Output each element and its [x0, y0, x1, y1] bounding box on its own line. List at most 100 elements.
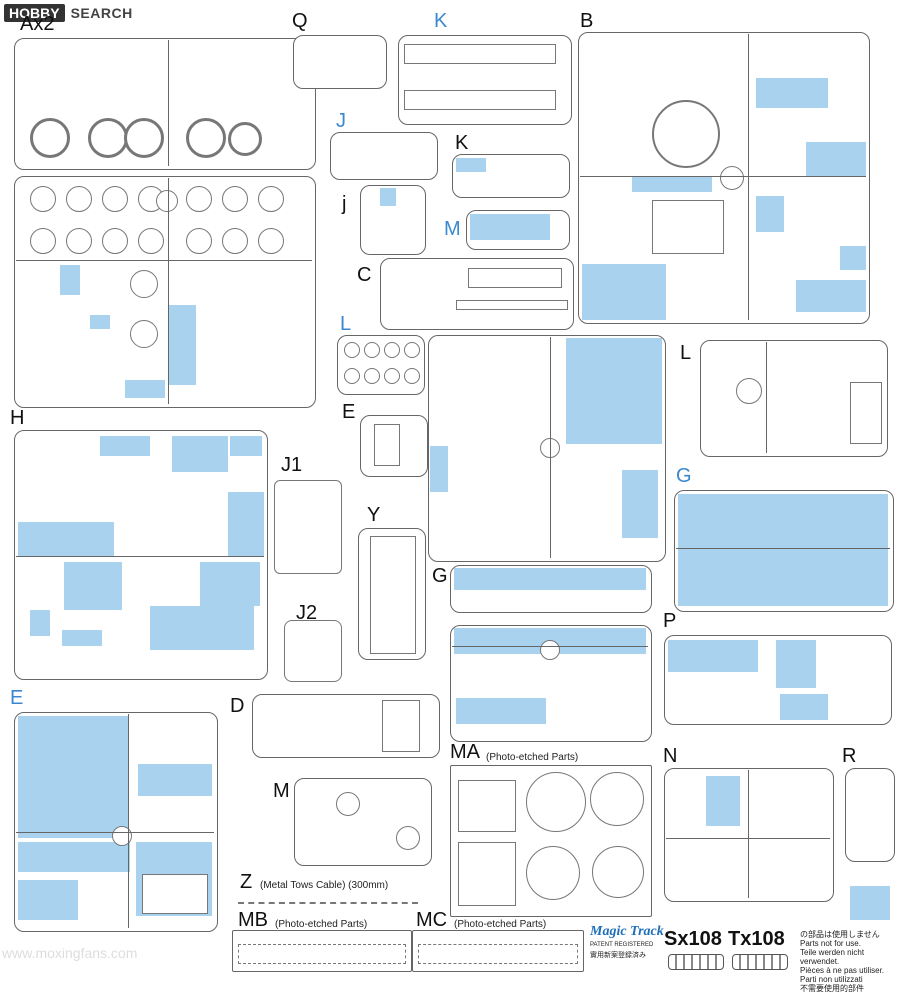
road-wheel: [124, 118, 164, 158]
mudguard-long: [404, 44, 556, 64]
label-sprue-g-blue: G: [676, 465, 692, 487]
caption-mc: (Photo-etched Parts): [454, 919, 547, 930]
label-sprue-g-mid: G: [432, 565, 448, 587]
highlight-b-1: [756, 78, 828, 108]
sprue-j-lower: [360, 185, 426, 255]
sprue-gate: [720, 166, 744, 190]
fender-plate: [468, 268, 562, 288]
highlight-g-blue: [678, 494, 888, 606]
label-sprue-h: H: [10, 407, 25, 429]
logo-mark: HOBBY: [4, 4, 65, 22]
highlight-b-5: [840, 246, 866, 270]
runner: [580, 176, 866, 178]
small-wheel: [404, 342, 420, 358]
highlight-n: [706, 776, 740, 826]
notice-it: Parti non utilizzati: [800, 975, 863, 984]
highlight-g-mid-2: [456, 698, 546, 724]
highlight-a-1: [60, 265, 80, 295]
label-sprue-b: B: [580, 10, 594, 32]
runner: [676, 548, 890, 550]
track-sx-links: [668, 954, 724, 970]
highlight-h-9: [62, 630, 102, 646]
runner: [168, 178, 170, 404]
highlight-m-blue: [470, 214, 550, 240]
runner: [16, 832, 214, 834]
notice-en: Parts not for use.: [800, 939, 861, 948]
highlight-h-3: [230, 436, 262, 456]
highlight-p-3: [780, 694, 828, 720]
runner: [16, 260, 312, 262]
highlight-j-lower: [380, 188, 396, 206]
photo-etch-ring: [526, 846, 580, 900]
runner: [168, 40, 170, 166]
label-sprue-r: R: [842, 745, 857, 767]
highlight-p-1: [668, 640, 758, 672]
label-sprue-y: Y: [367, 504, 381, 526]
highlight-h-4: [228, 492, 264, 556]
highlight-b-4: [756, 196, 784, 232]
track-tx-links: [732, 954, 788, 970]
highlight-center-2: [430, 446, 448, 492]
label-sprue-k: K: [434, 10, 448, 32]
highlight-h-6: [64, 562, 122, 610]
small-wheel: [404, 368, 420, 384]
caption-mb: (Photo-etched Parts): [275, 919, 368, 930]
magic-track-patent-jp: 實用新案登録済み: [590, 952, 646, 959]
road-wheel: [222, 228, 248, 254]
bracket: [374, 424, 400, 466]
idler-wheel: [130, 320, 158, 348]
unused-parts-notice: の部品は使用しません Parts not for use. Teile werd…: [800, 930, 901, 993]
road-wheel: [66, 228, 92, 254]
track-tx-label: Tx108: [728, 928, 785, 950]
road-wheel: [30, 186, 56, 212]
label-sprue-a: Ax2: [20, 13, 55, 35]
rail: [456, 300, 568, 310]
highlight-e-blue-2: [138, 764, 212, 796]
highlight-center-3: [622, 470, 658, 538]
label-sprue-e-blue: E: [10, 687, 24, 709]
sprue-gate: [112, 826, 132, 846]
highlight-b-6: [796, 280, 866, 312]
small-wheel: [364, 342, 380, 358]
label-sprue-j2: J2: [296, 602, 318, 624]
road-wheel: [258, 228, 284, 254]
label-sprue-j1: J1: [281, 454, 303, 476]
hatch-frame: [382, 700, 420, 752]
highlight-b-2: [806, 142, 866, 176]
small-wheel: [344, 368, 360, 384]
tow-cable: [238, 902, 418, 904]
turret-body: [274, 480, 342, 574]
highlight-h-1: [100, 436, 150, 456]
road-wheel: [102, 186, 128, 212]
sprue-q: [293, 35, 387, 89]
magic-track-patent: PATENT REGISTERED: [590, 942, 654, 948]
label-sprue-m-blue: M: [444, 218, 461, 240]
label-sprue-m: M: [273, 780, 290, 802]
pe-grid: [458, 780, 516, 832]
label-sprue-k-small: K: [455, 132, 469, 154]
small-wheel: [344, 342, 360, 358]
notice-de: Teile werden nicht verwendet.: [800, 948, 865, 966]
highlight-e-blue-3: [18, 842, 130, 872]
hull-plate: [652, 200, 724, 254]
road-wheel: [186, 186, 212, 212]
runner: [128, 714, 130, 928]
sprue-k-small: [452, 154, 570, 198]
highlight-center-1: [566, 338, 662, 444]
highlight-e-blue-5: [18, 880, 78, 920]
small-wheel: [384, 342, 400, 358]
label-sprue-p: P: [663, 610, 677, 632]
track-sx-label: Sx108: [664, 928, 722, 950]
turret-ring: [736, 378, 762, 404]
label-sprue-q: Q: [292, 10, 308, 32]
label-sprue-c: C: [357, 264, 372, 286]
logo: HOBBY SEARCH: [4, 4, 133, 22]
logo-text: SEARCH: [70, 5, 133, 21]
pe-strip: [418, 944, 578, 964]
runner: [766, 342, 768, 453]
highlight-a-2: [90, 315, 110, 329]
highlight-h-2: [172, 436, 228, 472]
runner: [550, 337, 552, 558]
label-sprue-j-lower: j: [342, 193, 347, 215]
mudguard-long: [404, 90, 556, 110]
